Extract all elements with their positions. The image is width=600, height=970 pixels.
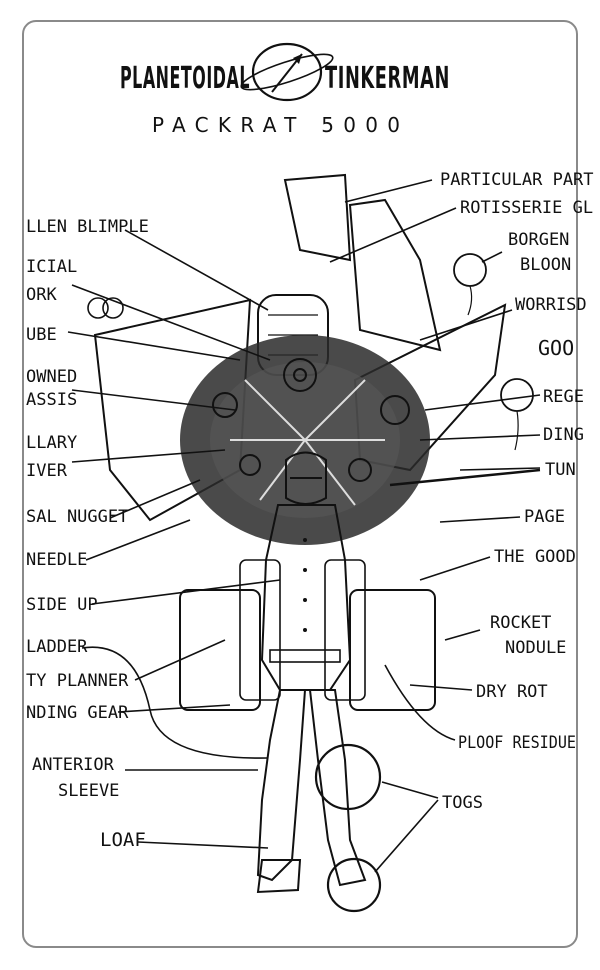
title-left: PLANETOIDAL (120, 61, 250, 96)
label-ube: UBE (26, 325, 57, 345)
label-sal-nugget: SAL NUGGET (26, 507, 128, 527)
label-rocket: ROCKET (490, 613, 551, 633)
planet-arrow-icon (240, 42, 334, 102)
label-landing-gear: NDING GEAR (26, 703, 129, 723)
subtitle: PACKRAT 5000 (152, 113, 404, 137)
label-planner: TY PLANNER (26, 671, 129, 691)
label-rege: REGE (543, 387, 584, 407)
label-worrisd: WORRISD (515, 295, 587, 315)
label-ploof-residue: PLOOF RESIDUE (458, 733, 576, 753)
label-anterior: ANTERIOR (32, 755, 115, 775)
label-worrisd-goo: GOO (538, 336, 574, 360)
label-particular-part: PARTICULAR PART (440, 170, 594, 190)
label-togs: TOGS (442, 793, 483, 813)
label-llary: LLARY (26, 433, 77, 453)
label-icial: ICIAL (26, 257, 77, 277)
label-icial-ork: ORK (26, 285, 57, 305)
label-blimple: LLEN BLIMPLE (26, 217, 149, 237)
label-llary-iver: IVER (26, 461, 68, 481)
leader-lines-left (67, 229, 281, 849)
title-right: TINKERMAN (325, 61, 450, 96)
label-owned: OWNED (26, 367, 77, 387)
label-rotisserie: ROTISSERIE GL (460, 198, 593, 218)
label-ding: DING (543, 425, 584, 445)
togs-boot-circle (326, 857, 382, 913)
label-anterior-sleeve: SLEEVE (58, 781, 119, 801)
label-needle: NEEDLE (26, 550, 87, 570)
label-owned-assis: ASSIS (26, 390, 77, 410)
label-side-up: SIDE UP (26, 595, 98, 615)
togs-knee-circle (314, 743, 382, 811)
tinkerman-figure (256, 451, 367, 894)
label-rocket-nodule: NODULE (505, 638, 566, 658)
label-ladder: LADDER (26, 637, 88, 657)
label-page: PAGE (524, 507, 565, 527)
packrat-machine (87, 173, 541, 711)
label-the-good: THE GOOD (494, 547, 576, 567)
label-dry-rot: DRY ROT (476, 682, 548, 702)
label-tun: TUN (545, 460, 576, 480)
label-borgen: BORGEN (508, 230, 569, 250)
label-loaf: LOAF (100, 829, 146, 851)
leader-lines-right (329, 179, 541, 873)
label-borgen-bloon: BLOON (520, 255, 571, 275)
